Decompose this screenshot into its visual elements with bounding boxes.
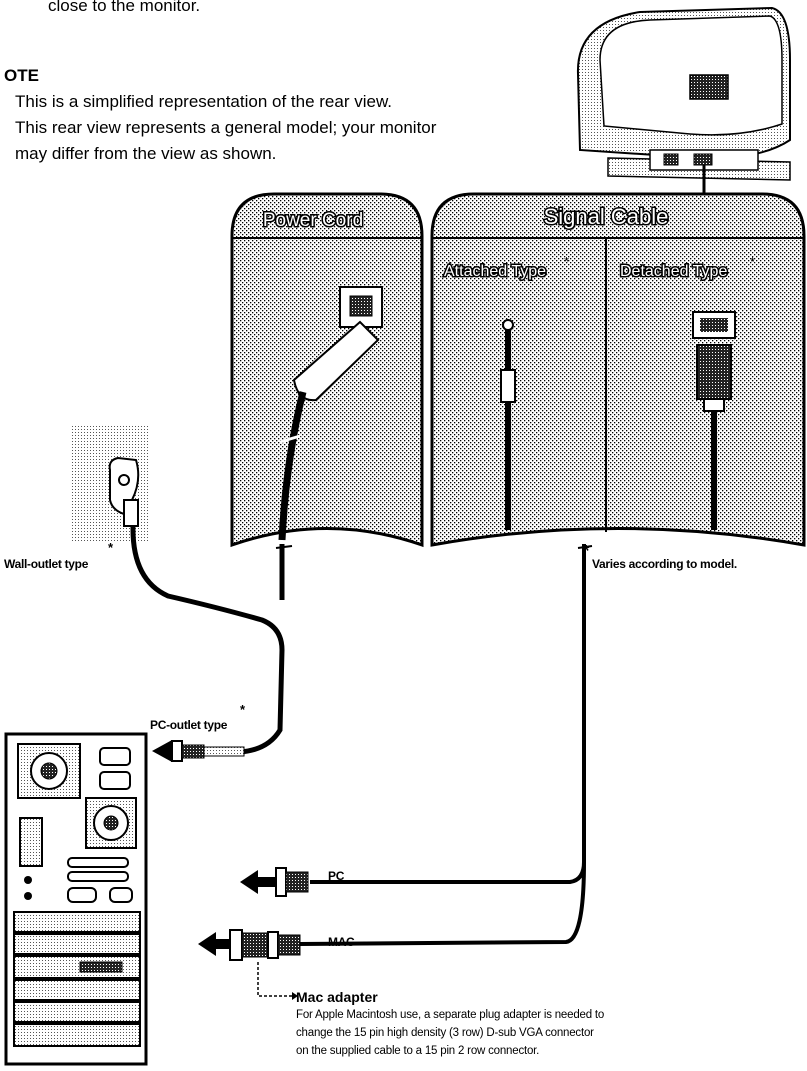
monitor-rear-illustration (576, 6, 791, 200)
detached-type-asterisk: * (750, 254, 755, 269)
pc-tower-illustration (4, 732, 148, 1066)
varies-note: Varies according to model. (592, 557, 737, 571)
wall-outlet-illustration (70, 425, 150, 541)
note-line: This rear view represents a general mode… (15, 118, 437, 137)
mac-adapter-description: For Apple Macintosh use, a separate plug… (296, 1009, 605, 1021)
note-line: may differ from the view as shown. (15, 144, 277, 163)
wall-outlet-asterisk: * (108, 540, 114, 555)
mac-connector (198, 929, 301, 961)
power-cord-title: Power Cord (263, 210, 363, 231)
mac-adapter-description: change the 15 pin high density (3 row) D… (296, 1027, 594, 1039)
detached-type-label: Detached Type (620, 263, 727, 280)
signal-cable-title: Signal Cable (544, 204, 669, 229)
attached-type-asterisk: * (564, 254, 569, 269)
signal-cable-route (299, 544, 586, 946)
pc-label: PC (328, 869, 345, 883)
intro-text: close to the monitor. (48, 0, 201, 15)
pc-connector (240, 867, 309, 897)
wall-outlet-label: Wall-outlet type (4, 557, 89, 571)
signal-cable-panel (430, 192, 806, 547)
mac-adapter-title: Mac adapter (296, 989, 378, 1005)
pc-outlet-label: PC-outlet type (150, 718, 228, 732)
varies-asterisk: * (583, 543, 590, 560)
mac-adapter-description: on the supplied cable to a 15 pin 2 row … (296, 1045, 540, 1057)
mac-label: MAC (328, 935, 355, 949)
power-cord-panel (230, 192, 424, 548)
pc-outlet-asterisk: * (240, 702, 246, 717)
mac-adapter-callout (257, 962, 292, 997)
power-cable-route (130, 525, 285, 755)
attached-type-label: Attached Type (444, 263, 546, 280)
pc-outlet-plug (152, 740, 245, 762)
note-heading: OTE (4, 66, 39, 85)
note-line: This is a simplified representation of t… (15, 92, 393, 111)
